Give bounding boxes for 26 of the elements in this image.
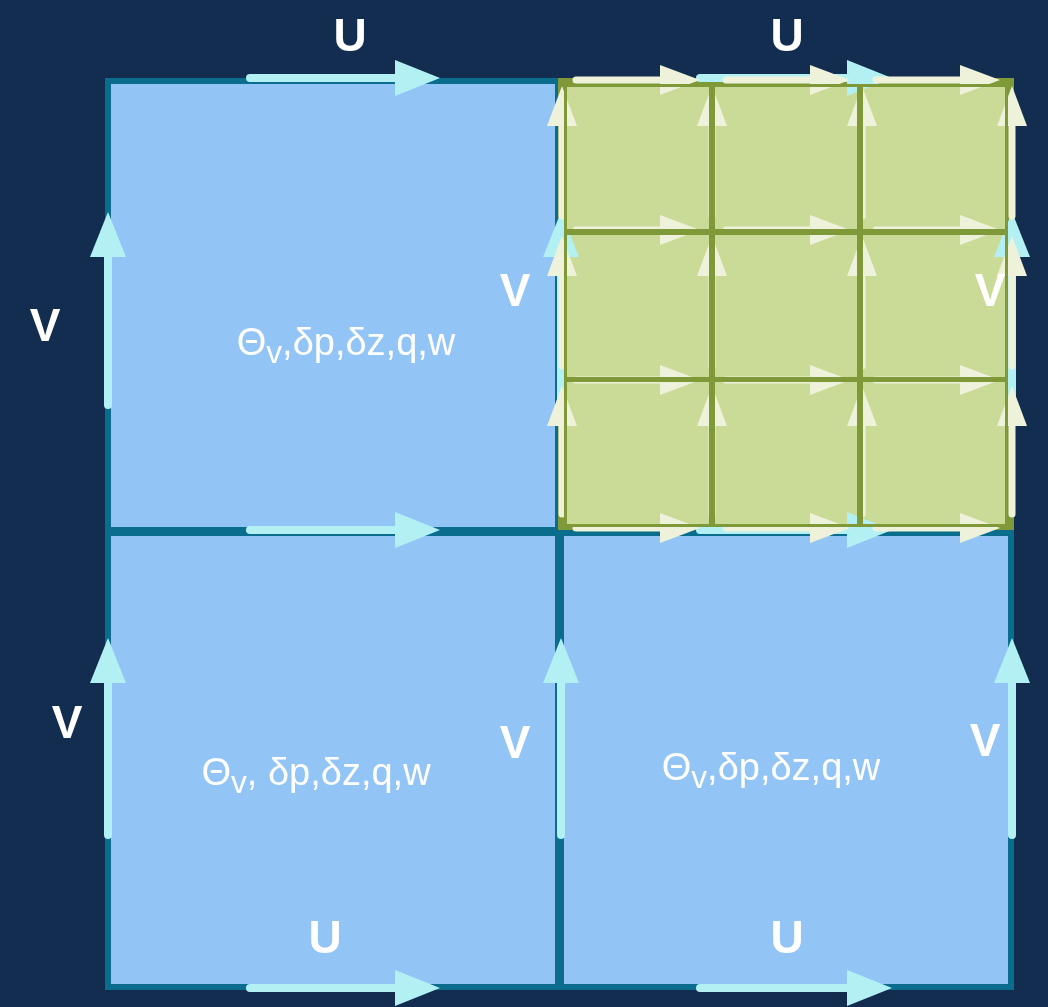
fine-grid-cell bbox=[564, 379, 712, 527]
fine-grid-cell bbox=[712, 232, 860, 380]
variable-list: Θ$_{v}$, δp,δz,q,w bbox=[201, 750, 431, 802]
fine-grid-cell bbox=[860, 232, 1008, 380]
variable-list: Θ$_{v}$,δp,δz,q,w bbox=[661, 745, 881, 797]
grid-cell bbox=[558, 530, 1014, 990]
velocity-label: U bbox=[308, 914, 342, 960]
fine-grid-cell bbox=[564, 232, 712, 380]
velocity-label: V bbox=[969, 717, 1001, 763]
grid-cell bbox=[105, 530, 561, 990]
velocity-label: U bbox=[333, 12, 367, 58]
velocity-label: V bbox=[29, 302, 61, 348]
velocity-label: V bbox=[499, 719, 531, 765]
velocity-label: U bbox=[770, 12, 804, 58]
velocity-label: V bbox=[51, 699, 83, 745]
velocity-label: V bbox=[499, 267, 531, 313]
grid-cell bbox=[105, 78, 561, 533]
fine-grid-cell bbox=[712, 379, 860, 527]
fine-grid-cell bbox=[712, 84, 860, 232]
velocity-label: V bbox=[974, 267, 1006, 313]
fine-grid-cell bbox=[860, 84, 1008, 232]
fine-grid-cell bbox=[860, 379, 1008, 527]
velocity-label: U bbox=[770, 914, 804, 960]
variable-list: Θ$_{v}$,δp,δz,q,w bbox=[236, 320, 456, 372]
refined-grid-region bbox=[558, 78, 1014, 533]
fine-grid-cell bbox=[564, 84, 712, 232]
